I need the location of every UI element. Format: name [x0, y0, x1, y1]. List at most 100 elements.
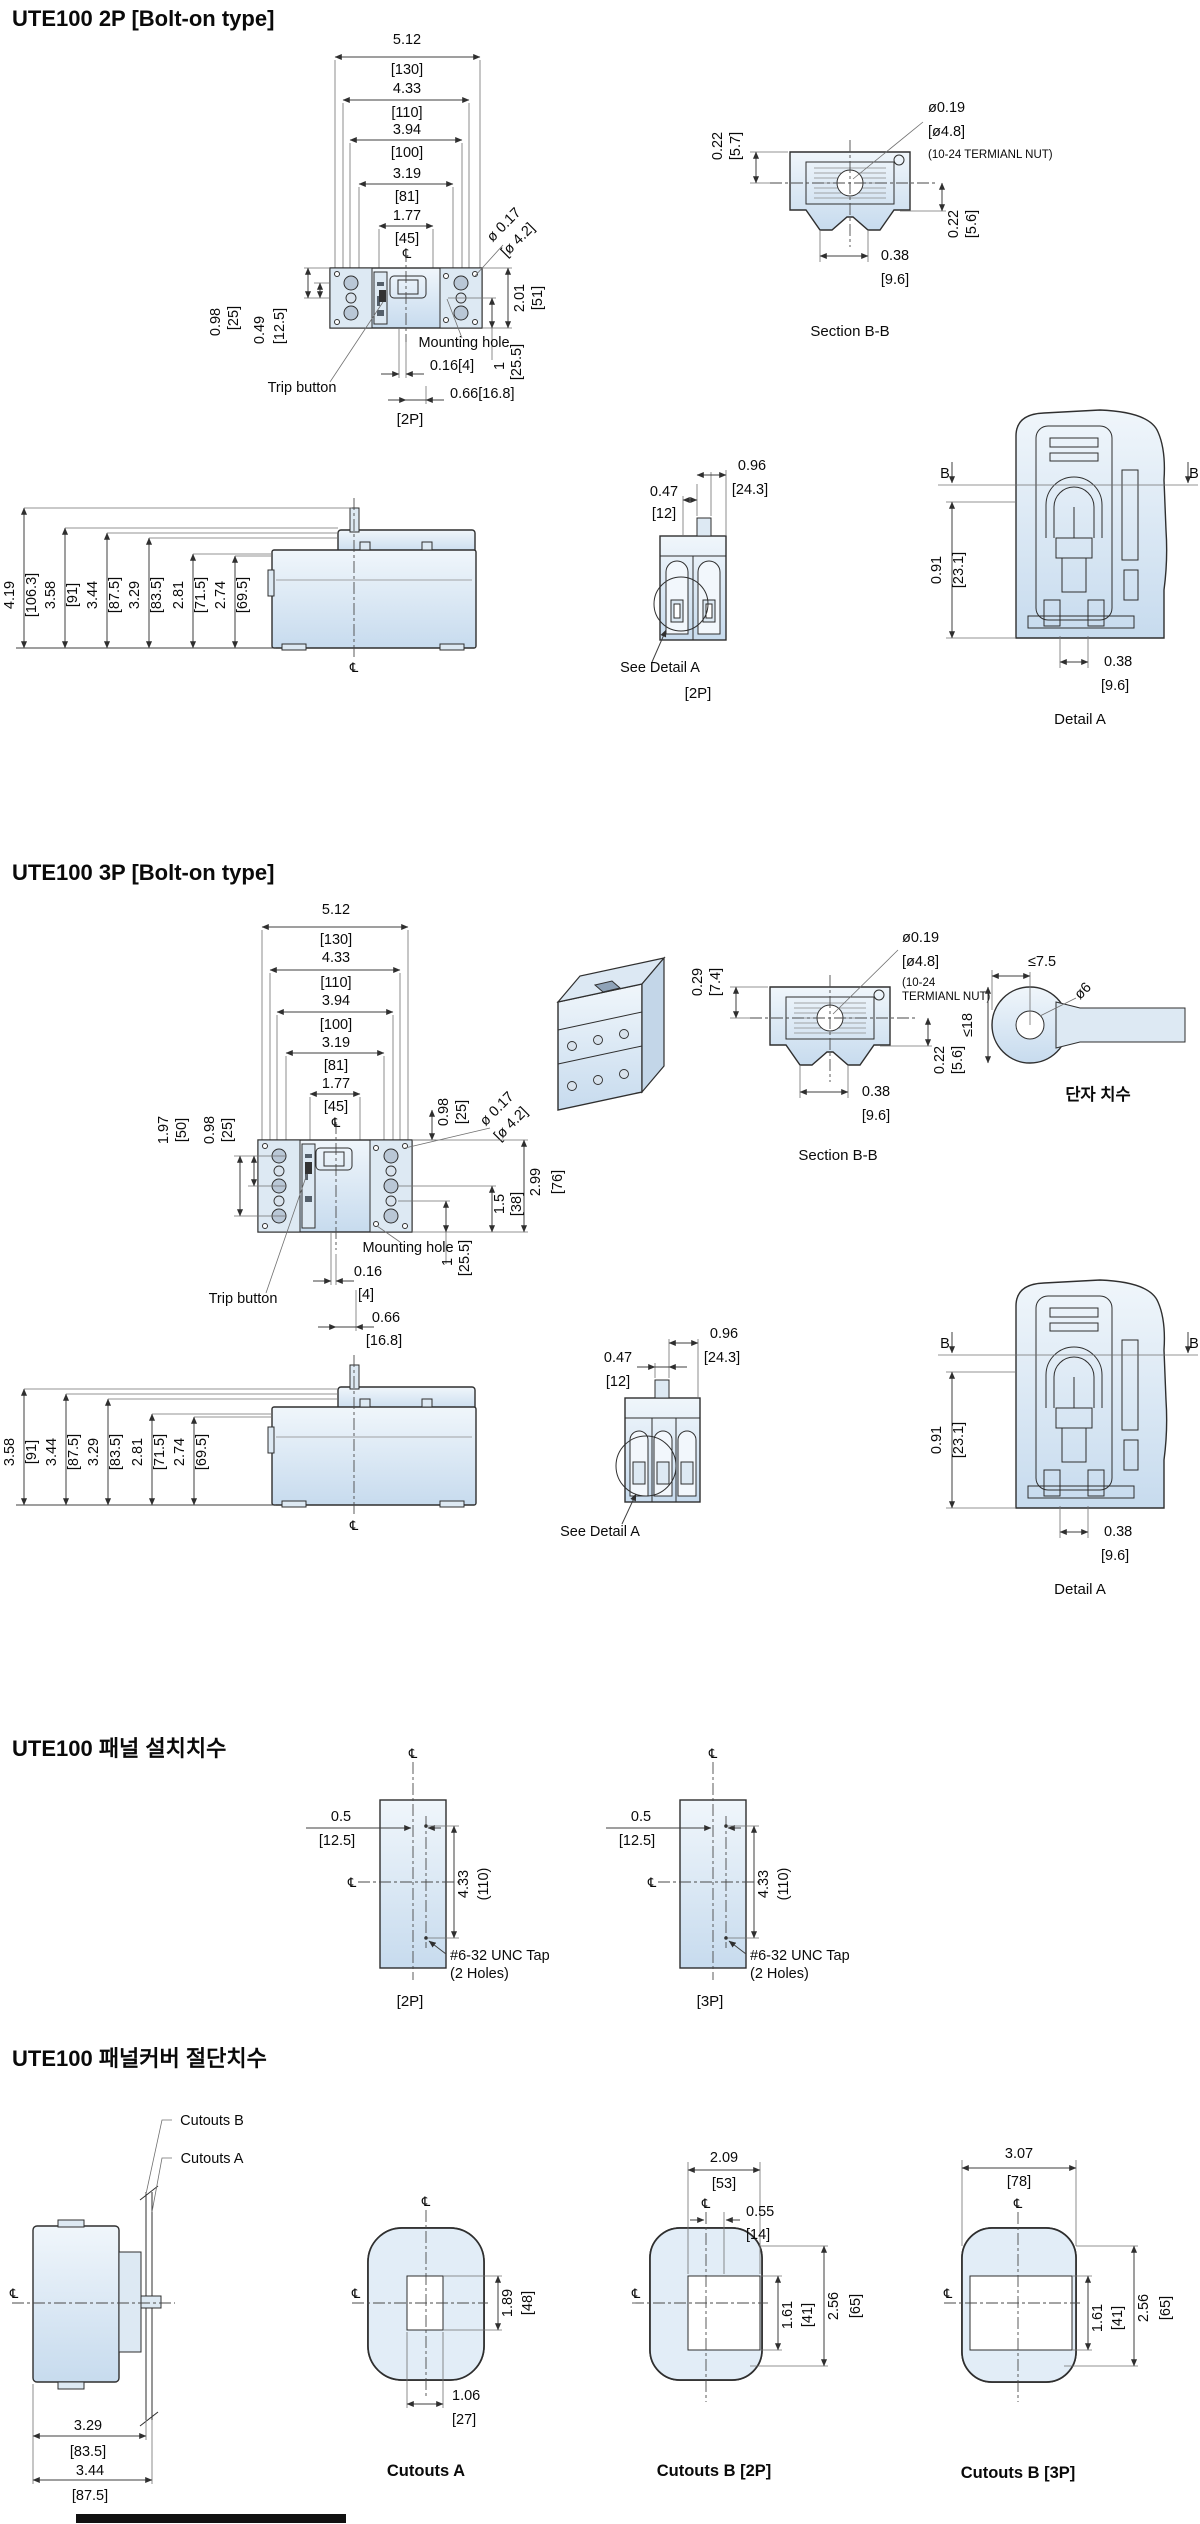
section-marker-right: B: [1189, 466, 1199, 482]
cutout-b3p-window: [969, 2275, 1073, 2351]
dim-outer-mm: [24.3]: [704, 1350, 740, 1366]
caption-cutouts-a: Cutouts A: [387, 2462, 465, 2480]
dim-height-in: 2.99: [528, 1168, 544, 1196]
dim-offset-b: 0.66[16.8]: [450, 386, 515, 402]
title-cutout: UTE100 패널커버 절단치수: [12, 2046, 267, 2071]
dim-detail-h-in: 0.91: [929, 1426, 945, 1454]
dim-hole-offset-mm: [25.5]: [509, 344, 525, 380]
nut-note-line1: (10-24: [902, 977, 936, 989]
dim-detail-w-mm: [9.6]: [1101, 678, 1129, 694]
dim-detail-h-mm: [23.1]: [951, 1422, 967, 1458]
cutouts-a-label: Cutouts A: [181, 2151, 244, 2167]
cutout-side-view: ℄ Cutouts B Cutouts A 3.29 [83.5] 3.44 […: [9, 2113, 244, 2504]
section-marker-right: B: [1189, 1336, 1199, 1352]
dim-offset-a-in: 0.16: [354, 1264, 382, 1280]
side-dim-5-in: 2.74: [172, 1438, 188, 1466]
dim-bottom-mm: [9.6]: [881, 272, 909, 288]
detail-a-3p: B B 0.91 [23.1] 0.38 [9.6] Detail A: [929, 1279, 1199, 1598]
toggle-handle: [323, 1151, 345, 1167]
mounting-hole: [402, 1143, 408, 1149]
caption-detail-a: Detail A: [1054, 711, 1106, 728]
tap-label-line1: #6-32 UNC Tap: [750, 1948, 850, 1964]
dim-b2p-h1-mm: [41]: [800, 2303, 816, 2327]
centerline-symbol: ℄: [1013, 2196, 1023, 2211]
panel-layout-3p: ℄ ℄ 0.5 [12.5] 4.33 (110) #6-32 UNC Tap …: [606, 1746, 850, 2010]
dim-hole-in: ø0.19: [928, 100, 965, 116]
dim-b3p-w-in: 3.07: [1005, 2146, 1033, 2162]
bottom-labels-3p: Mounting hole 0.16 [4] 0.66 [16.8] Trip …: [209, 1173, 454, 1349]
dim-inner-pitch-in: 0.98: [202, 1116, 218, 1144]
dim-depth-a-in: 3.29: [74, 2418, 102, 2434]
side-dim-3-in: 3.29: [86, 1438, 102, 1466]
right-dimensions-2p: 2.01 [51] 1 [25.5]: [448, 267, 546, 380]
nut-note-line2: TERMIANL NUT): [902, 991, 991, 1003]
dim-detail-w-in: 0.38: [1104, 1524, 1132, 1540]
cutout-b-2p: ℄ ℄ 2.09 [53] 0.55 [14] 1.61 [41] 2.56 […: [631, 2150, 864, 2480]
title-panel: UTE100 패널 설치치수: [12, 1736, 226, 1761]
see-detail-a-label: See Detail A: [620, 660, 700, 676]
handle-recess: [389, 275, 427, 299]
side-dim-2-mm: [91]: [65, 583, 81, 607]
centerline-symbol: ℄: [347, 1875, 357, 1890]
trip-button: [305, 1162, 312, 1174]
dim-b3p-h2-in: 2.56: [1136, 2294, 1152, 2322]
side-dim-3-mm: [83.5]: [108, 1434, 124, 1470]
dim-half-pitch-mm: [12.5]: [272, 308, 288, 344]
dim-bottom-in: 0.38: [881, 248, 909, 264]
footer-bar: [76, 2514, 346, 2523]
dim-pitch-mm: (110): [776, 1868, 792, 1901]
dim-offset-mm: [12.5]: [319, 1833, 355, 1849]
left-dimensions-3p: 1.97 [50] 0.98 [25]: [156, 1116, 286, 1217]
dim-terminal-height: ≤18: [960, 1013, 976, 1037]
side-dim-1-mm: [91]: [24, 1440, 40, 1464]
hole-callout-2p: ø 0.17 [ø 4.2]: [474, 205, 538, 277]
dim-b3p-h1-in: 1.61: [1090, 2304, 1106, 2332]
dim-outer-in: 0.96: [710, 1326, 738, 1342]
dim-width-1-in: 5.12: [322, 902, 350, 918]
dim-a-w-in: 1.06: [452, 2388, 480, 2404]
centerline-symbol: ℄: [631, 2286, 641, 2301]
breaker-body-2p: [329, 250, 483, 342]
dim-width-5-in: 1.77: [393, 208, 421, 224]
side-dim-4-in: 3.29: [127, 581, 143, 609]
title-2p: UTE100 2P [Bolt-on type]: [12, 6, 274, 31]
dim-b2p-h1-in: 1.61: [780, 2301, 796, 2329]
dim-width-4-in: 3.19: [393, 166, 421, 182]
cutout-b2p-window: [687, 2275, 761, 2351]
tap-label-line1: #6-32 UNC Tap: [450, 1948, 550, 1964]
side-dim-5-in: 2.81: [171, 581, 187, 609]
dim-width-3-mm: [100]: [391, 145, 423, 161]
dim-width-5-in: 1.77: [322, 1076, 350, 1092]
dim-b3p-h2-mm: [65]: [1158, 2296, 1174, 2320]
cutout-a: ℄ ℄ 1.89 [48] 1.06 [27] Cutouts A: [351, 2194, 536, 2480]
detail-a-circle: [615, 1435, 677, 1497]
cutouts-b-label: Cutouts B: [180, 2113, 244, 2129]
bottom-view-2p: 0.96 [24.3] 0.47 [12] See Detail A [2P]: [620, 458, 768, 702]
dim-outer-mm: [24.3]: [732, 482, 768, 498]
caption-cutouts-b3p: Cutouts B [3P]: [961, 2464, 1076, 2482]
detail-a-circle: [653, 576, 709, 632]
side-dim-2-in: 3.44: [44, 1438, 60, 1466]
centerline-symbol: ℄: [349, 660, 359, 675]
dim-top-in: 0.22: [710, 132, 726, 160]
tap-label-line2: (2 Holes): [450, 1966, 509, 1982]
dim-height-mm: [51]: [530, 286, 546, 310]
extension-lines: [334, 60, 481, 268]
dim-pole-pitch-mm: [25]: [226, 306, 242, 330]
dim-top-mm: [5.7]: [728, 132, 744, 160]
trip-button-label: Trip button: [268, 380, 337, 396]
iso-toggle: [593, 980, 622, 993]
dim-inner-in: 0.47: [604, 1350, 632, 1366]
tap-label-line2: (2 Holes): [750, 1966, 809, 1982]
caption-panel-2p: [2P]: [397, 1993, 424, 2010]
dim-pitch-mm: (110): [476, 1868, 492, 1901]
dim-b2p-off-mm: [14]: [746, 2227, 770, 2243]
dim-offset-a: 0.16[4]: [430, 358, 474, 374]
front-view-2p: 5.12 [130] 4.33 [110] 3.94 [100] 3.19 [8…: [208, 32, 546, 428]
dim-hole-mm: [ø4.8]: [902, 954, 939, 970]
dim-offset-a-mm: [4]: [358, 1287, 374, 1303]
dim-offset-b-mm: [16.8]: [366, 1333, 402, 1349]
dim-width-1-mm: [130]: [320, 932, 352, 948]
side-dim-5-mm: [71.5]: [193, 577, 209, 613]
